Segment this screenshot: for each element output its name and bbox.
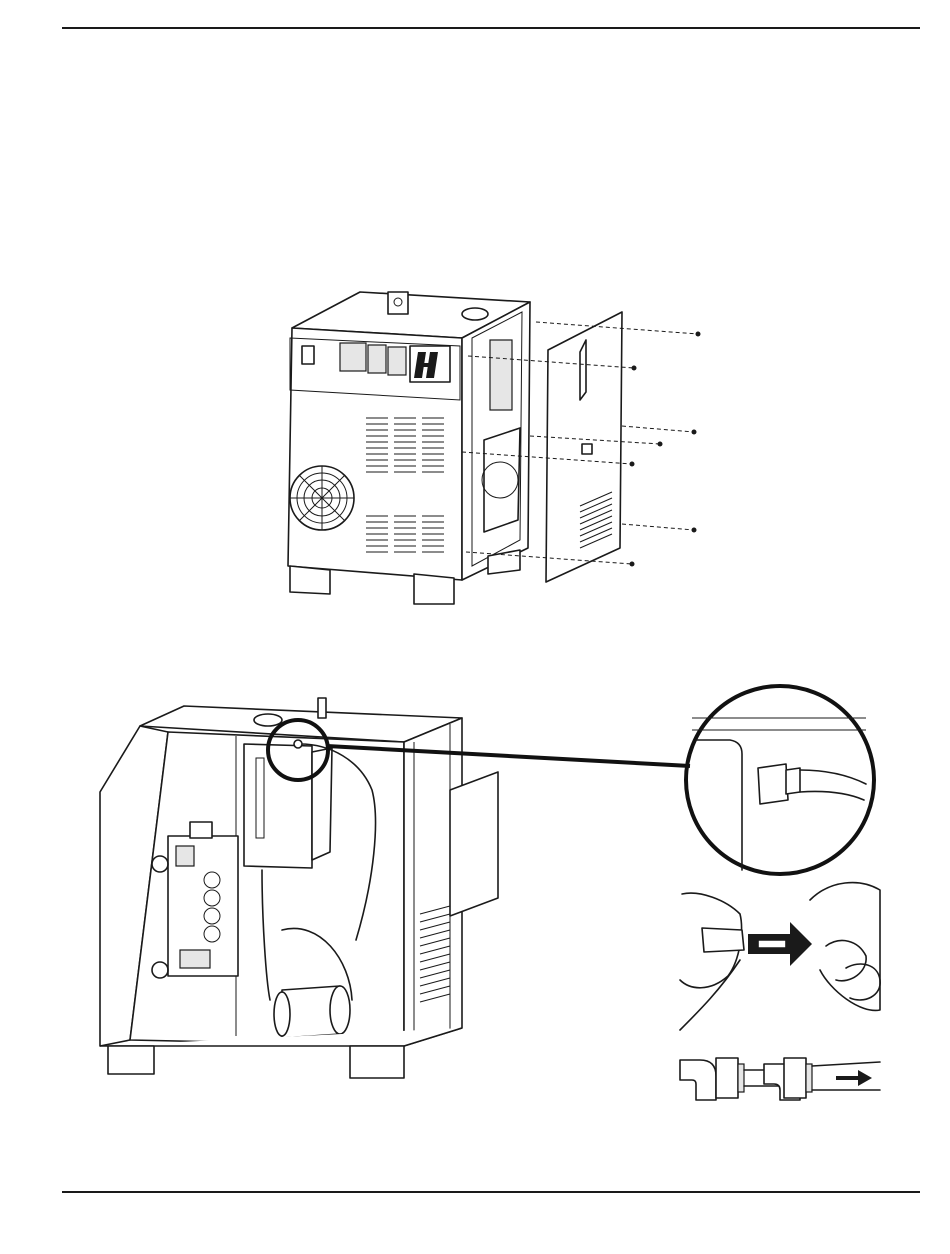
side-panel-removal-figure xyxy=(288,292,701,604)
foot-right-front xyxy=(414,574,454,604)
hose-release-hands xyxy=(680,883,880,1030)
fan-grille-icon xyxy=(290,466,354,530)
hose-disconnect-figure xyxy=(100,686,880,1100)
push-fitting-diagram xyxy=(680,1058,880,1100)
status-panel xyxy=(340,343,366,371)
lifting-eye xyxy=(388,292,408,314)
manufacturer-logo xyxy=(410,346,450,382)
pump-motor xyxy=(274,986,350,1038)
rear-enclosure xyxy=(450,772,498,916)
circuit-board xyxy=(168,822,238,976)
coolant-reservoir xyxy=(244,744,312,868)
foot-left-front xyxy=(290,566,330,594)
fitting-detail xyxy=(686,686,874,874)
power-switch xyxy=(302,346,314,364)
coolant-cap xyxy=(462,308,488,320)
